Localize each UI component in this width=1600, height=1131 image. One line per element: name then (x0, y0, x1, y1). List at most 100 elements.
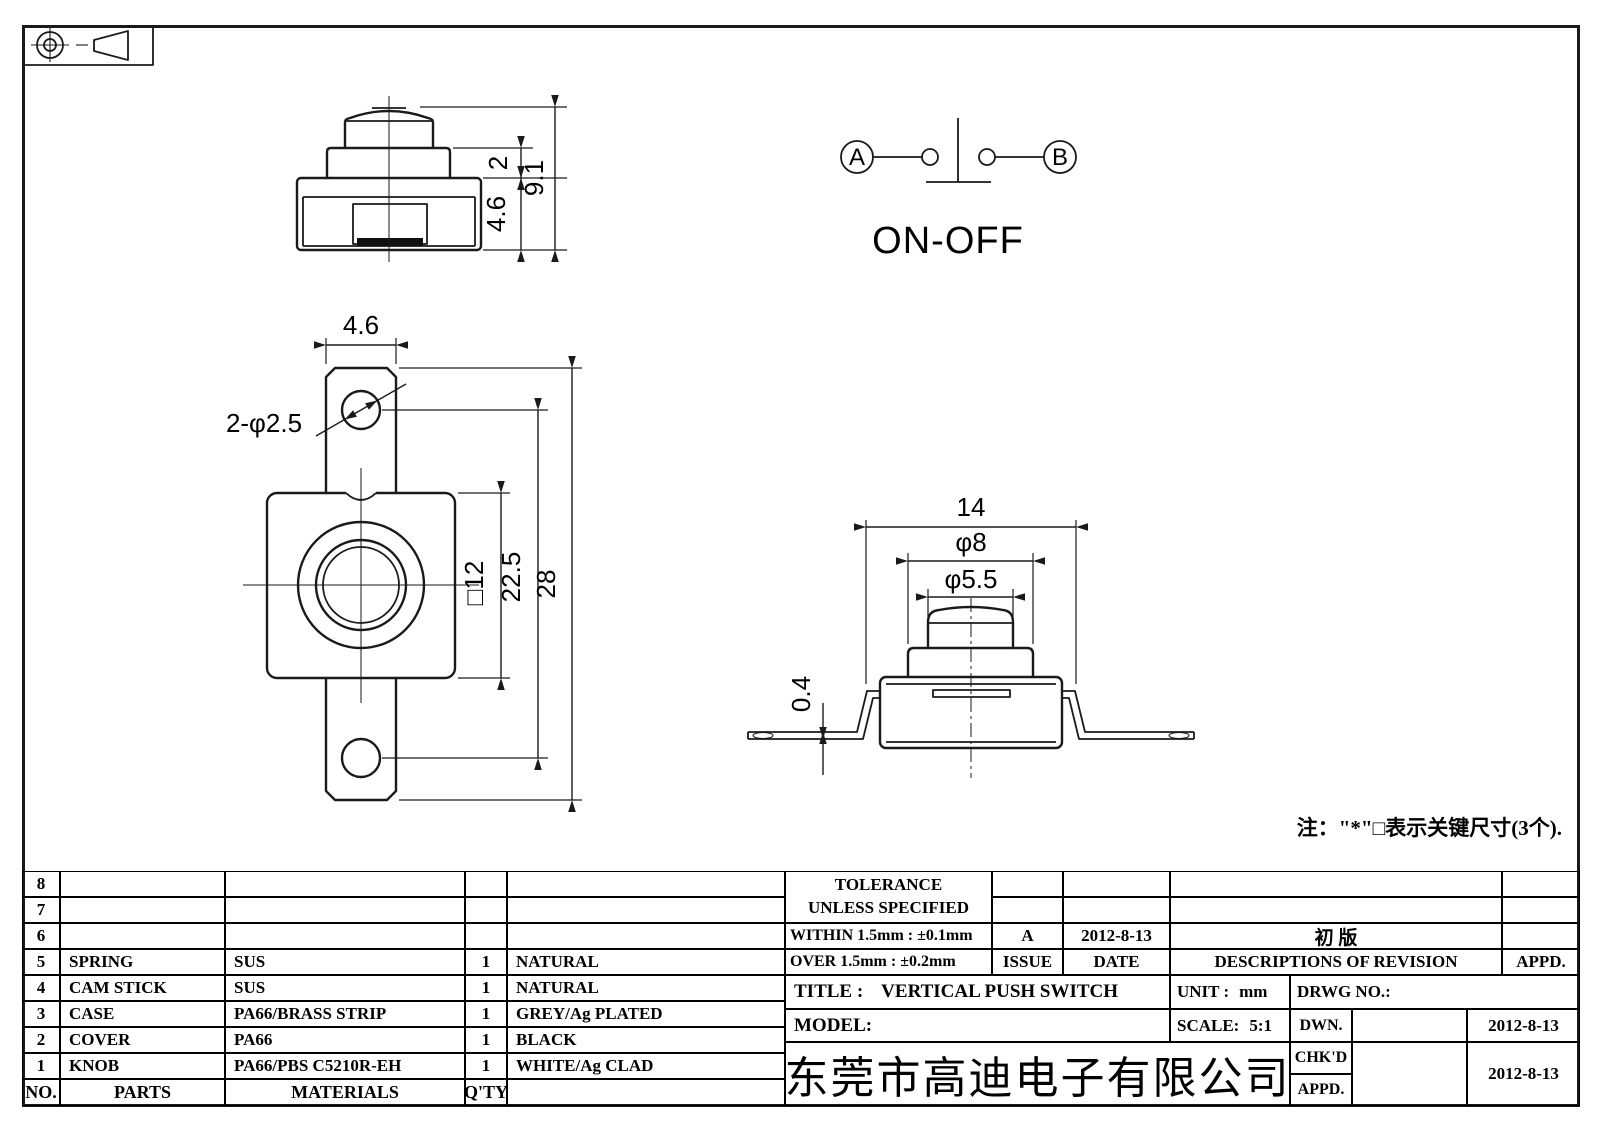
title-label: TITLE : (794, 981, 864, 1002)
parts-name-cell (60, 923, 225, 949)
revision-value-cell: 初 版 (1170, 923, 1502, 949)
parts-material-cell: PA66/BRASS STRIP (225, 1001, 465, 1027)
parts-header-parts: PARTS (60, 1079, 225, 1106)
parts-finish-cell (507, 897, 785, 923)
top-view: 4.6 2-φ2.5 □12 22.5 28 (226, 310, 582, 812)
parts-header-no: NO. (22, 1079, 60, 1106)
parts-name-cell (60, 871, 225, 897)
projection-symbol (23, 26, 154, 66)
tolerance-over-cell: OVER 1.5mm : ±0.2mm (785, 949, 992, 975)
dim-top-overall: 28 (531, 570, 561, 599)
parts-qty-cell: 1 (465, 949, 507, 975)
scale-value: 5:1 (1249, 1015, 1273, 1035)
parts-no-cell: 1 (22, 1053, 60, 1079)
on-off-label: ON-OFF (872, 220, 1024, 262)
title-cell: TITLE : VERTICAL PUSH SWITCH (785, 975, 1170, 1009)
revision-header-cell: DESCRIPTIONS OF REVISION (1170, 949, 1502, 975)
parts-qty-cell (465, 897, 507, 923)
dwn-signature-cell (1352, 1009, 1467, 1042)
parts-qty-cell (465, 923, 507, 949)
dim-top-square: □12 (459, 561, 489, 606)
front-view: 2 4.6 9.1 (295, 95, 567, 262)
model-cell: MODEL: (785, 1009, 1170, 1042)
dim-top-hole-pitch: 22.5 (496, 552, 526, 603)
dim-side-width: 14 (957, 492, 986, 522)
parts-finish-cell: NATURAL (507, 975, 785, 1001)
parts-no-cell: 5 (22, 949, 60, 975)
parts-name-cell: COVER (60, 1027, 225, 1053)
parts-header-finish (507, 1079, 785, 1106)
date-label-cell: DATE (1063, 949, 1170, 975)
parts-finish-cell: WHITE/Ag CLAD (507, 1053, 785, 1079)
terminal-a-label: A (849, 144, 865, 171)
side-view: 14 φ8 φ5.5 0.4 (747, 492, 1195, 778)
date-empty-cell (1063, 897, 1170, 923)
issue-value-cell: A (992, 923, 1063, 949)
parts-finish-cell: GREY/Ag PLATED (507, 1001, 785, 1027)
parts-name-cell: CAM STICK (60, 975, 225, 1001)
chkd-date-cell: 2012-8-13 (1467, 1042, 1580, 1106)
parts-material-cell (225, 871, 465, 897)
appd-empty-cell (1502, 923, 1580, 949)
chkd-signature-cell (1352, 1042, 1467, 1106)
dim-top-tab-width: 4.6 (343, 310, 379, 340)
parts-header-materials: MATERIALS (225, 1079, 465, 1106)
dim-side-knob: φ5.5 (944, 564, 997, 594)
parts-no-cell: 8 (22, 871, 60, 897)
parts-no-cell: 2 (22, 1027, 60, 1053)
terminal-b-label: B (1052, 144, 1068, 171)
parts-material-cell: SUS (225, 949, 465, 975)
issue-empty-cell (992, 871, 1063, 897)
appd-header-cell: APPD. (1502, 949, 1580, 975)
date-value-cell: 2012-8-13 (1063, 923, 1170, 949)
tolerance-within-cell: WITHIN 1.5mm : ±0.1mm (785, 923, 992, 949)
dim-front-step: 2 (483, 156, 513, 170)
parts-finish-cell: BLACK (507, 1027, 785, 1053)
parts-material-cell (225, 923, 465, 949)
parts-qty-cell: 1 (465, 1053, 507, 1079)
parts-material-cell: SUS (225, 975, 465, 1001)
circuit-symbol: A B ON-OFF (840, 118, 1077, 262)
parts-finish-cell: NATURAL (507, 949, 785, 975)
parts-no-cell: 4 (22, 975, 60, 1001)
dim-front-total: 9.1 (519, 160, 549, 196)
parts-qty-cell: 1 (465, 1001, 507, 1027)
parts-material-cell: PA66/PBS C5210R-EH (225, 1053, 465, 1079)
parts-material-cell (225, 897, 465, 923)
dim-side-terminal: 0.4 (786, 676, 816, 712)
parts-no-cell: 7 (22, 897, 60, 923)
issue-empty-cell (992, 897, 1063, 923)
chkd-label-cell: CHK'D (1290, 1042, 1352, 1074)
revision-empty-cell (1170, 871, 1502, 897)
dwn-date-cell: 2012-8-13 (1467, 1009, 1580, 1042)
date-empty-cell (1063, 871, 1170, 897)
scale-cell: SCALE: 5:1 (1170, 1009, 1290, 1042)
dim-top-holes: 2-φ2.5 (226, 408, 302, 438)
parts-no-cell: 3 (22, 1001, 60, 1027)
dwn-label-cell: DWN. (1290, 1009, 1352, 1042)
appd-empty-cell (1502, 897, 1580, 923)
parts-no-cell: 6 (22, 923, 60, 949)
key-dimension-note: 注："*"□表示关键尺寸(3个). (1296, 816, 1562, 840)
issue-label-cell: ISSUE (992, 949, 1063, 975)
parts-finish-cell (507, 923, 785, 949)
tolerance-title: TOLERANCE (834, 875, 943, 895)
tolerance-subtitle: UNLESS SPECIFIED (807, 898, 970, 917)
parts-qty-cell: 1 (465, 975, 507, 1001)
appd-empty-cell (1502, 871, 1580, 897)
drwg-no-cell: DRWG NO.: (1290, 975, 1580, 1009)
company-name-cell: 东莞市高迪电子有限公司 (785, 1042, 1290, 1106)
title-block: 8 7 6 5 SPRING SUS 1 NATURAL 4 CAM STICK… (22, 871, 1580, 1106)
parts-name-cell (60, 897, 225, 923)
parts-qty-cell (465, 871, 507, 897)
dim-front-body: 4.6 (481, 196, 511, 232)
unit-value: mm (1239, 982, 1268, 1001)
title-value: VERTICAL PUSH SWITCH (881, 981, 1119, 1002)
dim-side-collar: φ8 (955, 527, 986, 557)
parts-material-cell: PA66 (225, 1027, 465, 1053)
appd-label-cell: APPD. (1290, 1074, 1352, 1106)
parts-name-cell: CASE (60, 1001, 225, 1027)
scale-label: SCALE: (1177, 1015, 1240, 1035)
